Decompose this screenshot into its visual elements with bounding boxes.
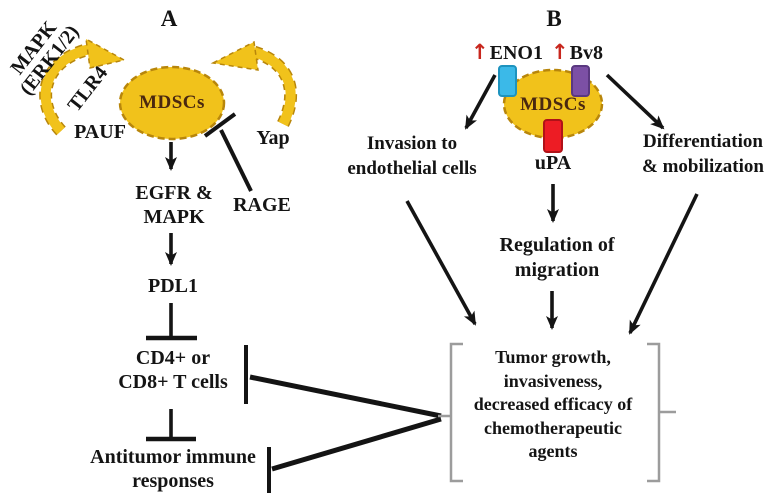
gold-curved-arrow-right	[210, 40, 298, 127]
mdscs-a-label: MDSCs	[139, 92, 205, 113]
eno1-receptor	[498, 65, 517, 97]
regulation-label: Regulation of migration	[499, 234, 615, 281]
panel-a-label: A	[160, 6, 178, 31]
bv8-label: ↑Bv8	[551, 40, 603, 64]
pauf-label: PAUF	[74, 121, 126, 143]
rage-label: RAGE	[233, 194, 291, 216]
eno1-up-arrow-icon: ↑	[471, 40, 489, 64]
bv8-up-arrow-icon: ↑	[551, 40, 569, 64]
antitumor-label: Antitumor immune responses	[90, 446, 256, 492]
differentiation-label: Differentiation & mobilization	[642, 131, 764, 177]
bv8-receptor	[571, 65, 590, 97]
eno1-label: ↑ENO1	[471, 40, 543, 64]
tumor-feedback-inhibition	[244, 345, 442, 493]
tlr4-label: TLR4	[63, 62, 113, 116]
panel-b-label: B	[546, 6, 562, 31]
upa-label: uPA	[534, 152, 572, 174]
invasion-label: Invasion to endothelial cells	[347, 133, 477, 179]
pdl1-label: PDL1	[148, 275, 198, 297]
upa-receptor	[543, 119, 563, 153]
t-cells-label: CD4+ or CD8+ T cells	[118, 347, 228, 393]
yap-label: Yap	[256, 127, 290, 149]
mdscs-b-label: MDSCs	[520, 94, 586, 115]
tumor-outcomes-label: Tumor growth, invasiveness, decreased ef…	[473, 347, 633, 462]
egfr-mapk-label: EGFR & MAPK	[135, 182, 213, 228]
